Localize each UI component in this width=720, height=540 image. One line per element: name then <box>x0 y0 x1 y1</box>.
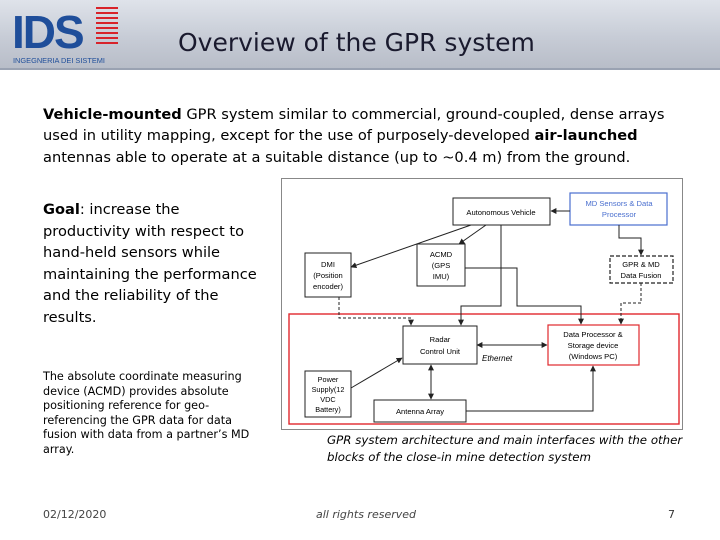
header-band <box>0 0 720 68</box>
gpr-md-fusion-box: GPR & MD Data Fusion <box>609 255 674 284</box>
radar-label-2: Control Unit <box>420 347 461 356</box>
dp-label-2: Storage device <box>568 341 619 350</box>
logo-stripes <box>96 7 118 44</box>
dmi-label-1: DMI <box>321 260 335 269</box>
page-number: 7 <box>668 508 675 521</box>
acmd-label-3: IMU) <box>433 272 450 281</box>
intro-text-2: antennas able to operate at a suitable d… <box>43 148 631 166</box>
power-label-4: Battery) <box>315 405 341 414</box>
dmi-box: DMI (Position encoder) <box>304 252 352 298</box>
intro-bold-vehicle: Vehicle-mounted <box>43 106 182 123</box>
acmd-label-1: ACMD <box>430 250 453 259</box>
gpr-md-label-1: GPR & MD <box>622 260 660 269</box>
intro-text-1: GPR system similar to commercial, ground… <box>43 106 665 145</box>
intro-bold-air-launched: air-launched <box>534 127 638 145</box>
diagram-caption: GPR system architecture and main interfa… <box>327 433 683 464</box>
dp-label-3: (Windows PC) <box>569 352 618 361</box>
power-label-2: Supply(12 <box>312 385 345 394</box>
md-sensors-label-1: MD Sensors & Data <box>585 199 653 208</box>
ids-logo: IDS INGEGNERIA DEI SISTEMI <box>12 6 118 65</box>
radar-control-unit-box: Radar Control Unit <box>402 325 478 365</box>
md-sensors-box: MD Sensors & Data Processor <box>569 192 668 226</box>
gpr-md-label-2: Data Fusion <box>621 271 662 280</box>
footer-rights: all rights reserved <box>316 508 416 521</box>
architecture-diagram: Autonomous Vehicle MD Sensors & Data Pro… <box>281 178 683 430</box>
ethernet-label: Ethernet <box>482 354 513 363</box>
autonomous-vehicle-box: Autonomous Vehicle <box>452 197 551 226</box>
logo-text: IDS <box>12 6 83 58</box>
logo-subtext: INGEGNERIA DEI SISTEMI <box>13 56 105 65</box>
autonomous-vehicle-label: Autonomous Vehicle <box>466 208 535 217</box>
diagram-connectors <box>338 208 644 412</box>
power-label-3: VDC <box>320 395 335 404</box>
slide-title: Overview of the GPR system <box>178 28 535 57</box>
acmd-box: ACMD (GPS IMU) <box>416 243 466 287</box>
acmd-note: The absolute coordinate measuring device… <box>43 370 250 456</box>
goal-text: : increase the productivity with respect… <box>43 201 257 326</box>
power-label-1: Power <box>318 375 339 384</box>
goal-paragraph: Goal: increase the productivity with res… <box>43 199 258 328</box>
acmd-label-2: (GPS <box>432 261 451 270</box>
red-region <box>288 313 680 425</box>
slide-header: IDS INGEGNERIA DEI SISTEMI Overview of t… <box>0 0 720 70</box>
radar-label-1: Radar <box>430 335 451 344</box>
intro-paragraph: Vehicle-mounted GPR system similar to co… <box>43 104 683 168</box>
dp-label-1: Data Processor & <box>563 330 623 339</box>
dmi-label-2: (Position <box>313 271 343 280</box>
power-supply-box: Power Supply(12 VDC Battery) <box>304 370 352 418</box>
footer-date: 02/12/2020 <box>43 508 107 521</box>
data-processor-box: Data Processor & Storage device (Windows… <box>547 324 640 366</box>
md-sensors-label-2: Processor <box>602 210 637 219</box>
goal-label: Goal <box>43 201 80 218</box>
antenna-array-box: Antenna Array <box>373 399 467 423</box>
dmi-label-3: encoder) <box>313 282 343 291</box>
header-divider <box>0 68 720 70</box>
antenna-label: Antenna Array <box>396 407 444 416</box>
